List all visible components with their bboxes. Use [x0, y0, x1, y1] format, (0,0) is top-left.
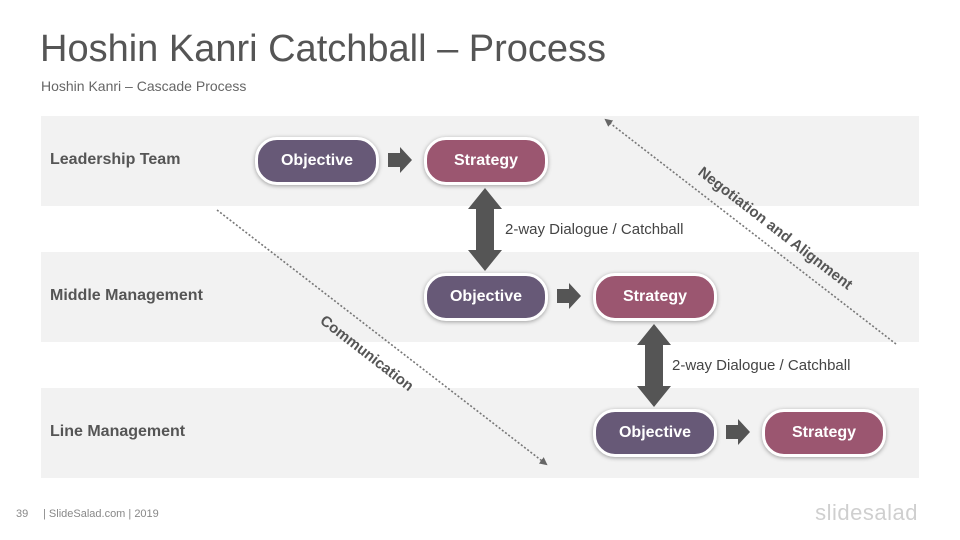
- dialogue-label-upper: 2-way Dialogue / Catchball: [505, 221, 684, 238]
- double-arrow-lower: [637, 324, 671, 407]
- level-label-line: Line Management: [50, 423, 186, 440]
- dialogue-label-lower: 2-way Dialogue / Catchball: [672, 357, 851, 374]
- page-number: 39: [16, 508, 29, 520]
- level-label-leadership: Leadership Team: [50, 151, 181, 168]
- strategy-pill-leadership: Strategy: [424, 137, 548, 185]
- level-label-middle: Middle Management: [50, 287, 203, 304]
- communication-line: [216, 209, 548, 466]
- objective-pill-line: Objective: [593, 409, 717, 457]
- negotiation-line: [604, 118, 897, 345]
- footer-credit: | SlideSalad.com | 2019: [43, 508, 159, 520]
- double-arrow-upper: [468, 188, 502, 271]
- right-arrow-line: [726, 419, 750, 445]
- right-arrow-middle: [557, 283, 581, 309]
- strategy-pill-line: Strategy: [762, 409, 886, 457]
- objective-pill-middle: Objective: [424, 273, 548, 321]
- slidesalad-logo: slidesalad: [815, 500, 918, 525]
- strategy-pill-middle: Strategy: [593, 273, 717, 321]
- objective-pill-leadership: Objective: [255, 137, 379, 185]
- right-arrow-leadership: [388, 147, 412, 173]
- slide-subtitle: Hoshin Kanri – Cascade Process: [41, 78, 247, 94]
- slide-title: Hoshin Kanri Catchball – Process: [40, 28, 607, 70]
